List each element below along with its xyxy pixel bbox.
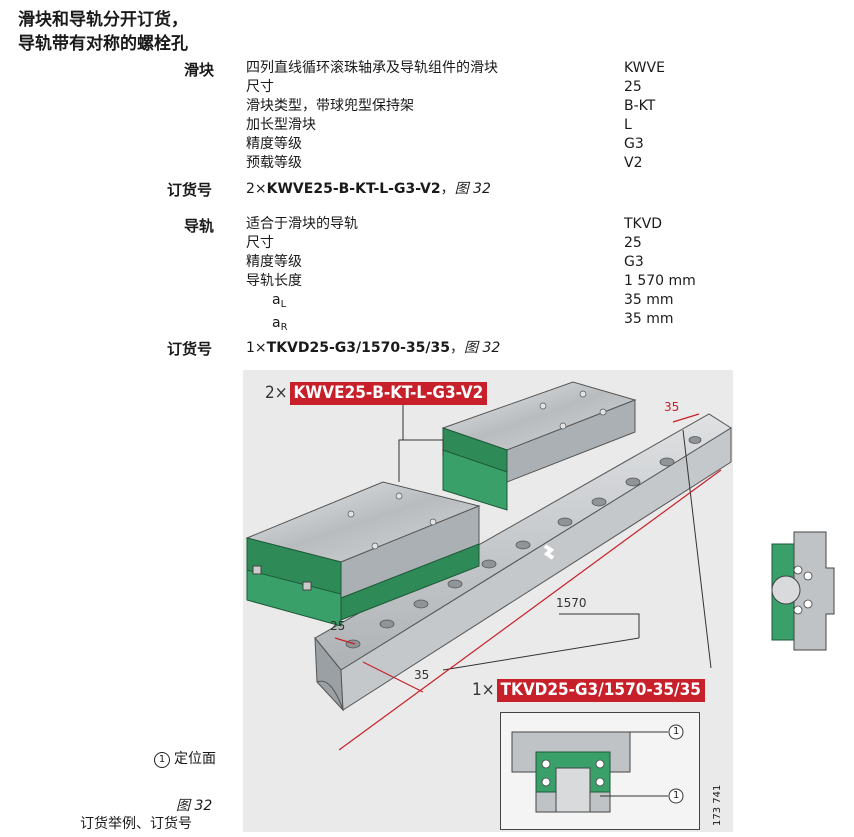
figure-caption-number: 图 32 (176, 798, 213, 814)
dimension-1570: 1570 (556, 596, 587, 610)
aR-sub: R (280, 322, 288, 333)
dimension-25: 25 (330, 619, 346, 633)
carriage-rear (441, 381, 637, 511)
side-section-view (771, 531, 835, 651)
rail-row-value: G3 (624, 254, 644, 270)
rail-row-value: 25 (624, 235, 642, 251)
carriage-row-value: B-KT (624, 98, 656, 114)
rail-row-value: 35 mm (624, 311, 674, 327)
order-code: TKVD25-G3/1570-35/35 (266, 340, 450, 356)
rail-text-list: 适合于滑块的导轨 尺寸 精度等级 导轨长度 aL aR (246, 215, 358, 337)
figure-rail-order-label: 1×TKVD25-G3/1570-35/35 (472, 679, 705, 702)
order-qty: 1× (246, 340, 267, 356)
carriage-row-value: KWVE (624, 60, 665, 76)
carriage-value-list: KWVE 25 B-KT L G3 V2 (624, 59, 665, 173)
order-sep: ， (450, 340, 464, 356)
rail-row-value: 1 570 mm (624, 273, 696, 289)
rail-row-aR: aR (246, 314, 358, 337)
linear-guide-illustration (245, 381, 732, 751)
carriage-row-text: 精度等级 (246, 136, 302, 152)
order-number-label: 订货号 (167, 181, 213, 199)
order-qty: 2× (246, 181, 267, 197)
heading-line-1: 滑块和导轨分开订货， (18, 10, 188, 30)
aL-sub: L (280, 299, 287, 310)
carriage-row-text: 加长型滑块 (246, 117, 316, 133)
carriage-text-list: 四列直线循环滚珠轴承及导轨组件的滑块 尺寸 滑块类型，带球兜型保持架 加长型滑块… (246, 59, 498, 173)
rail-value-list: TKVD 25 G3 1 570 mm 35 mm 35 mm (624, 215, 696, 329)
rail-row-value: TKVD (624, 216, 663, 232)
heading-line-2: 导轨带有对称的螺栓孔 (18, 34, 188, 54)
figure-code: KWVE25-B-KT-L-G3-V2 (289, 382, 488, 405)
dimension-35-top: 35 (664, 400, 680, 414)
rail-row-text: 精度等级 (246, 254, 302, 270)
figure-code: TKVD25-G3/1570-35/35 (496, 679, 705, 702)
leader-lines (398, 404, 712, 671)
order-number-carriage: 2×KWVE25-B-KT-L-G3-V2，图 32 (246, 180, 491, 199)
figure-qty: 2× (265, 383, 288, 403)
figure-carriage-order-label: 2×KWVE25-B-KT-L-G3-V2 (265, 382, 488, 405)
carriage-row-value: G3 (624, 136, 644, 152)
figure-ref: 图 32 (464, 340, 501, 356)
aR-main: a (272, 315, 281, 331)
carriage-row-text: 滑块类型，带球兜型保持架 (246, 98, 414, 114)
figure-ref: 图 32 (454, 181, 491, 197)
legend-text: 定位面 (174, 751, 216, 767)
rail-label: 导轨 (184, 217, 215, 235)
dimension-lines (334, 413, 722, 751)
figure-caption-text: 订货举例、订货号 (80, 816, 192, 832)
rail-row-text: 导轨长度 (246, 273, 302, 289)
order-sep: ， (440, 181, 455, 197)
order-number-label: 订货号 (167, 340, 213, 358)
cross-section-detail (500, 712, 700, 830)
carriage-label: 滑块 (184, 61, 215, 79)
carriage-front (245, 481, 481, 627)
carriage-row-value: V2 (624, 155, 643, 171)
callout-number: 1 (673, 726, 680, 737)
rail-row-value: 35 mm (624, 292, 674, 308)
callout-number: 1 (673, 790, 680, 801)
carriage-row-text: 四列直线循环滚珠轴承及导轨组件的滑块 (246, 60, 498, 76)
drawing-number: 173 741 (712, 784, 723, 826)
carriage-row-text: 预载等级 (246, 155, 302, 171)
aL-main: a (272, 292, 281, 308)
rail-row-text: 尺寸 (246, 235, 274, 251)
carriage-row-value: 25 (624, 79, 642, 95)
carriage-row-value: L (624, 117, 632, 133)
rail (314, 413, 732, 712)
order-code: KWVE25-B-KT-L-G3-V2 (266, 181, 441, 197)
rail-row-aL: aL (246, 291, 358, 314)
rail-row-text: 适合于滑块的导轨 (246, 216, 358, 232)
legend-number: 1 (154, 752, 170, 768)
dimension-35-bottom: 35 (414, 668, 430, 682)
carriage-row-text: 尺寸 (246, 79, 274, 95)
order-number-rail: 1×TKVD25-G3/1570-35/35，图 32 (246, 339, 500, 358)
figure-qty: 1× (472, 680, 495, 700)
